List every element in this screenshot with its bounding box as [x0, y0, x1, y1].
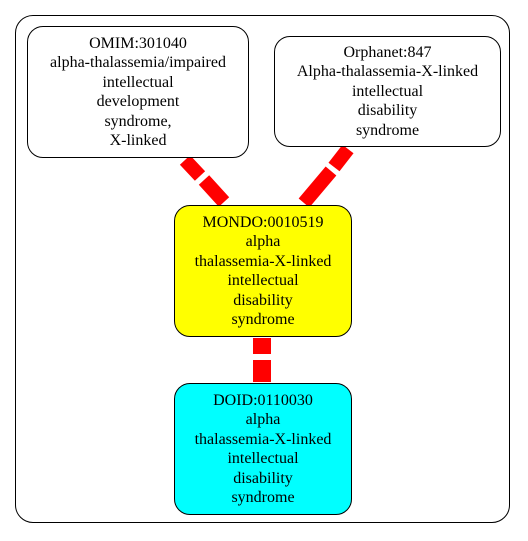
node-label-line: MONDO:0010519: [202, 213, 324, 231]
node-label-line: thalassemia-X-linked: [194, 252, 332, 270]
node-label-line: intellectual: [227, 272, 299, 289]
node-label-line: disability: [233, 291, 293, 309]
node-label-line: disability: [357, 102, 418, 120]
node-mondo[interactable]: MONDO:0010519 alpha thalassemia-X-linked…: [174, 205, 352, 337]
node-label-line: development: [96, 93, 180, 110]
node-label-line: syndrome,: [104, 112, 172, 130]
node-label-line: disability: [233, 469, 293, 487]
node-label-line: syndrome: [231, 489, 295, 506]
node-label-line: alpha-thalassemia/impaired: [50, 54, 226, 71]
node-label-line: Alpha-thalassemia-X-linked: [296, 63, 479, 81]
edge-segment: [328, 144, 354, 172]
node-label-line: alpha: [245, 411, 281, 428]
node-label-line: syndrome: [231, 311, 295, 328]
edge-omim-to-mondo: [179, 155, 230, 207]
node-label-line: intellectual: [351, 82, 424, 100]
cluster-boundary: [15, 15, 510, 523]
node-label-line: thalassemia-X-linked: [194, 430, 332, 448]
node-label-line: intellectual: [102, 73, 174, 91]
edge-orphanet-to-mondo: [298, 144, 354, 208]
node-label-line: OMIM:301040: [89, 34, 187, 52]
node-label-line: X-linked: [109, 132, 167, 149]
edge-segment: [298, 166, 337, 208]
node-omim[interactable]: OMIM:301040 alpha-thalassemia/impaired i…: [27, 26, 249, 158]
node-label-line: DOID:0110030: [213, 391, 313, 409]
node-label-line: Orphanet:847: [343, 43, 432, 61]
node-label-line: syndrome: [355, 121, 420, 139]
node-orphanet[interactable]: Orphanet:847 Alpha-thalassemia-X-linked …: [274, 36, 501, 147]
edge-segment: [198, 175, 230, 207]
node-doid[interactable]: DOID:0110030 alpha thalassemia-X-linked …: [174, 383, 352, 515]
node-label-line: intellectual: [227, 450, 299, 467]
node-label-line: alpha: [245, 233, 281, 250]
edge-segment: [179, 155, 206, 181]
